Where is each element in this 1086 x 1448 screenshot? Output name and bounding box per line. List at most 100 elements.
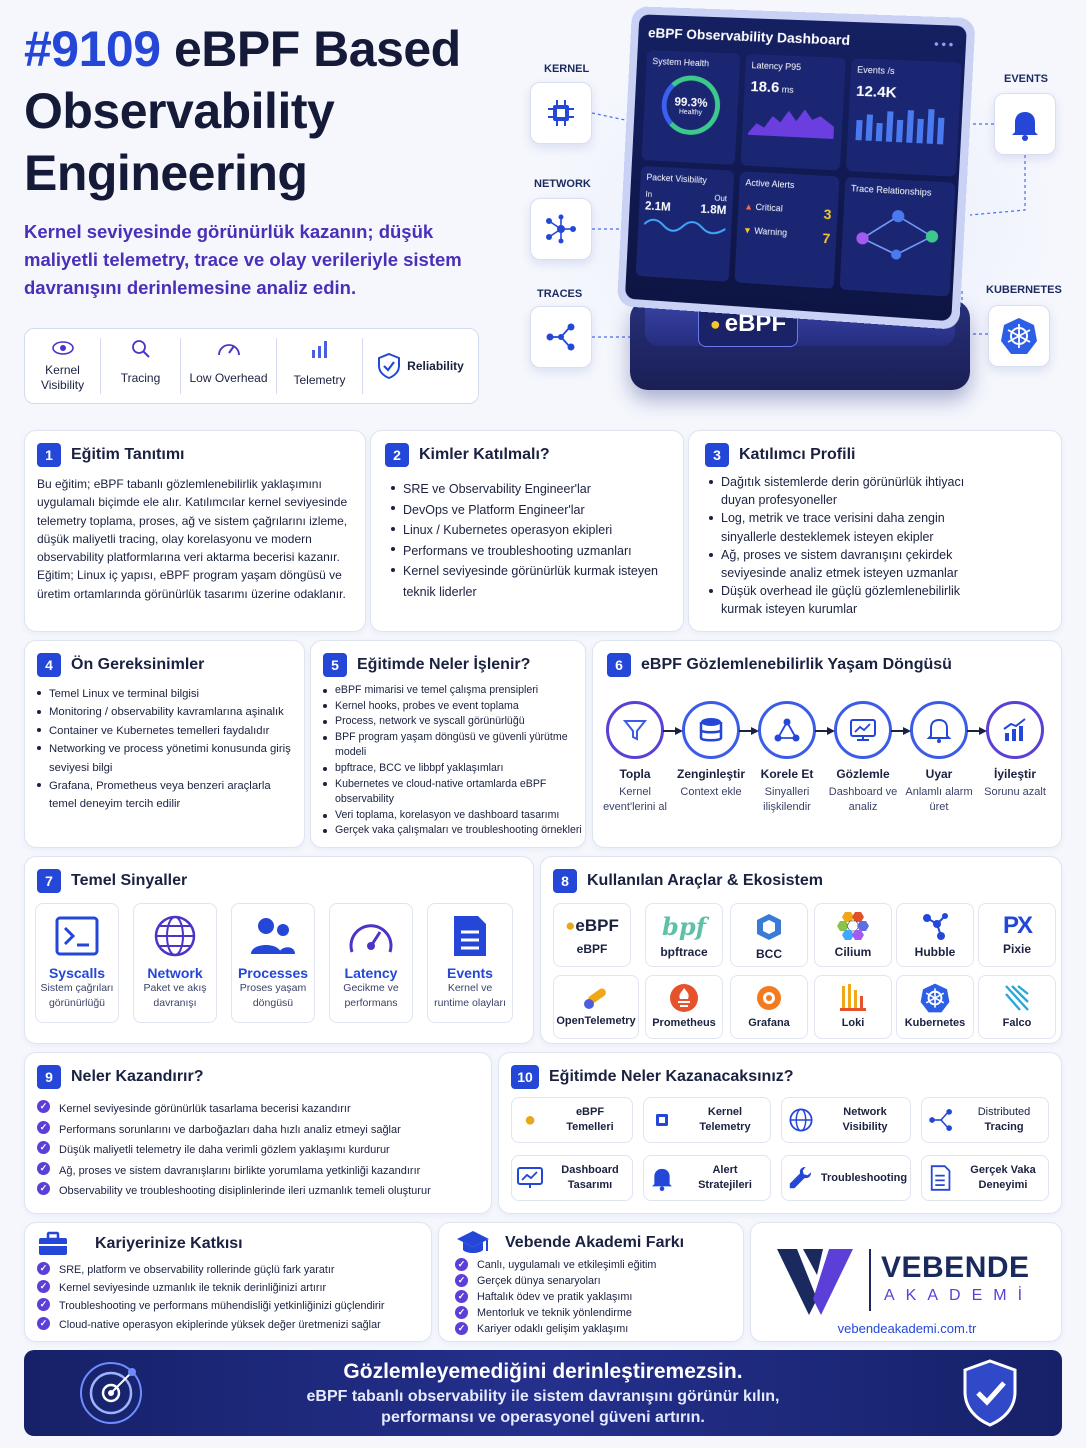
step-desc: Anlamlı alarm üret xyxy=(905,786,973,813)
section-title: Temel Sinyaller xyxy=(71,872,188,889)
section-title: Katılımcı Profili xyxy=(739,446,856,463)
title-line-1: eBPF Based xyxy=(173,21,461,77)
panel-events: Events /s 12.4K xyxy=(845,58,962,177)
latency-sparkline xyxy=(748,106,835,139)
side-events xyxy=(994,93,1056,155)
footer-headline: Gözlemleyemediğini derinleştiremezsin. xyxy=(343,1360,743,1383)
step-title: Korele Et xyxy=(760,767,814,781)
step-title: Topla xyxy=(619,767,651,781)
section-title: eBPF Gözlemlenebilirlik Yaşam Döngüsü xyxy=(641,656,952,673)
signal-title: Network xyxy=(147,965,203,981)
list-item: Ağ, proses ve sistem davranışını çekirde… xyxy=(707,546,997,582)
gauge-icon xyxy=(349,924,393,953)
list-item: Kernel hooks, probes ve event toplama xyxy=(321,699,583,715)
tool-label: Grafana xyxy=(748,1017,790,1029)
list-item: Kariyer odaklı gelişim yaklaşımı xyxy=(455,1321,735,1337)
list-item: Linux / Kubernetes operasyon ekipleri xyxy=(389,520,675,541)
list-item: DevOps ve Platform Engineer'lar xyxy=(389,500,675,521)
lifecycle-step: Topla Kernel event'lerini al xyxy=(595,701,675,815)
packet-label: Packet Visibility xyxy=(646,172,708,186)
tool-prometheus: Prometheus xyxy=(645,975,723,1039)
dashboard-title: eBPF Observability Dashboard xyxy=(647,24,851,49)
gain-label: Telemetry xyxy=(699,1121,751,1133)
panel-latency: Latency P95 18.6 ms xyxy=(740,54,846,171)
hero-title: #9109 eBPF Based Observability Engineeri… xyxy=(24,18,524,204)
shield-icon xyxy=(378,352,401,380)
list-item: Cloud-native operasyon ekiplerinde yükse… xyxy=(37,1316,431,1334)
list-item: Gerçek vaka çalışmaları ve troubleshooti… xyxy=(321,823,583,839)
gain-label: Gerçek Vaka xyxy=(970,1164,1036,1176)
signal-title: Latency xyxy=(344,965,398,981)
bars-icon xyxy=(311,341,327,358)
panel-trace: Trace Relationships xyxy=(839,176,956,297)
list-item: Performans sorunlarını ve darboğazları d… xyxy=(37,1120,487,1141)
section-title: Eğitimde Neler İşlenir? xyxy=(357,656,531,673)
side-label-network: NETWORK xyxy=(534,178,591,190)
users-icon xyxy=(251,918,295,954)
step-title: Uyar xyxy=(925,767,953,781)
feature-telemetry: Telemetry xyxy=(277,338,363,394)
section-title: Kimler Katılmalı? xyxy=(419,446,550,463)
list-item: Grafana, Prometheus veya benzeri araçlar… xyxy=(35,777,301,814)
kubernetes-icon xyxy=(1001,318,1037,354)
section-number: 4 xyxy=(37,653,61,677)
packet-wave xyxy=(644,212,726,237)
list-item: Observability ve troubleshooting disipli… xyxy=(37,1181,487,1202)
ebpf-logo: ●eBPF xyxy=(565,916,619,935)
health-value: 99.3% xyxy=(674,94,708,110)
wrench-icon xyxy=(789,1166,812,1189)
list-item: Canlı, uygulamalı ve etkileşimli eğitim xyxy=(455,1257,735,1273)
list-item: BPF program yaşam döngüsü ve güvenli yür… xyxy=(321,730,583,761)
kubernetes-icon xyxy=(920,983,950,1013)
signal-desc: Kernel ve runtime olayları xyxy=(434,982,506,1009)
globe-icon xyxy=(154,915,196,957)
gain-label: Troubleshooting xyxy=(820,1171,908,1184)
eye-icon xyxy=(51,341,74,355)
gain-label: Distributed xyxy=(977,1106,1031,1118)
events-bars xyxy=(855,109,945,145)
tool-label: Falco xyxy=(1002,1017,1032,1029)
tool-loki: Loki xyxy=(814,975,892,1039)
lifecycle-arrows xyxy=(663,727,987,735)
section-number: 3 xyxy=(705,443,729,467)
feature-low-overhead: Low Overhead xyxy=(181,338,277,394)
signal-desc: Sistem çağrıları görünürlüğü xyxy=(40,982,114,1009)
side-kernel xyxy=(530,82,592,144)
list-item: Ağ, proses ve sistem davranışlarını birl… xyxy=(37,1161,487,1182)
tool-label: Kubernetes xyxy=(904,1017,966,1029)
list-item: Log, metrik ve trace verisini daha zengi… xyxy=(707,509,997,545)
list-item: Kernel seviyesinde görünürlük tasarlama … xyxy=(37,1099,487,1120)
terminal-icon xyxy=(55,916,99,956)
events-label: Events /s xyxy=(856,64,895,77)
brand-url[interactable]: vebendeakademi.com.tr xyxy=(837,1321,977,1336)
step-title: İyileştir xyxy=(993,767,1037,781)
section-body: Bu eğitim; eBPF tabanlı gözlemlenebilirl… xyxy=(37,477,348,601)
monitor-icon xyxy=(517,1167,543,1188)
tool-grafana: Grafana xyxy=(730,975,808,1039)
section-title: Ön Gereksinimler xyxy=(71,656,205,673)
network-icon xyxy=(546,214,576,244)
feature-kernel-visibility: Kernel Visibility xyxy=(25,338,101,394)
gain-label: Stratejileri xyxy=(698,1179,752,1191)
signal-desc: Gecikme ve performans xyxy=(343,982,399,1009)
briefcase-icon xyxy=(39,1231,67,1255)
signal-title: Processes xyxy=(237,965,309,981)
signal-title: Events xyxy=(447,965,493,981)
step-desc: Sorunu azalt xyxy=(984,786,1046,798)
gain-label: Kernel xyxy=(707,1106,743,1118)
feature-label: Telemetry xyxy=(293,373,346,387)
health-status: Healthy xyxy=(678,108,703,117)
feature-label: Low Overhead xyxy=(189,371,268,385)
list-item: Process, network ve syscall görünürlüğü xyxy=(321,714,583,730)
globe-icon xyxy=(789,1108,813,1132)
alerts-label: Active Alerts xyxy=(745,177,795,191)
